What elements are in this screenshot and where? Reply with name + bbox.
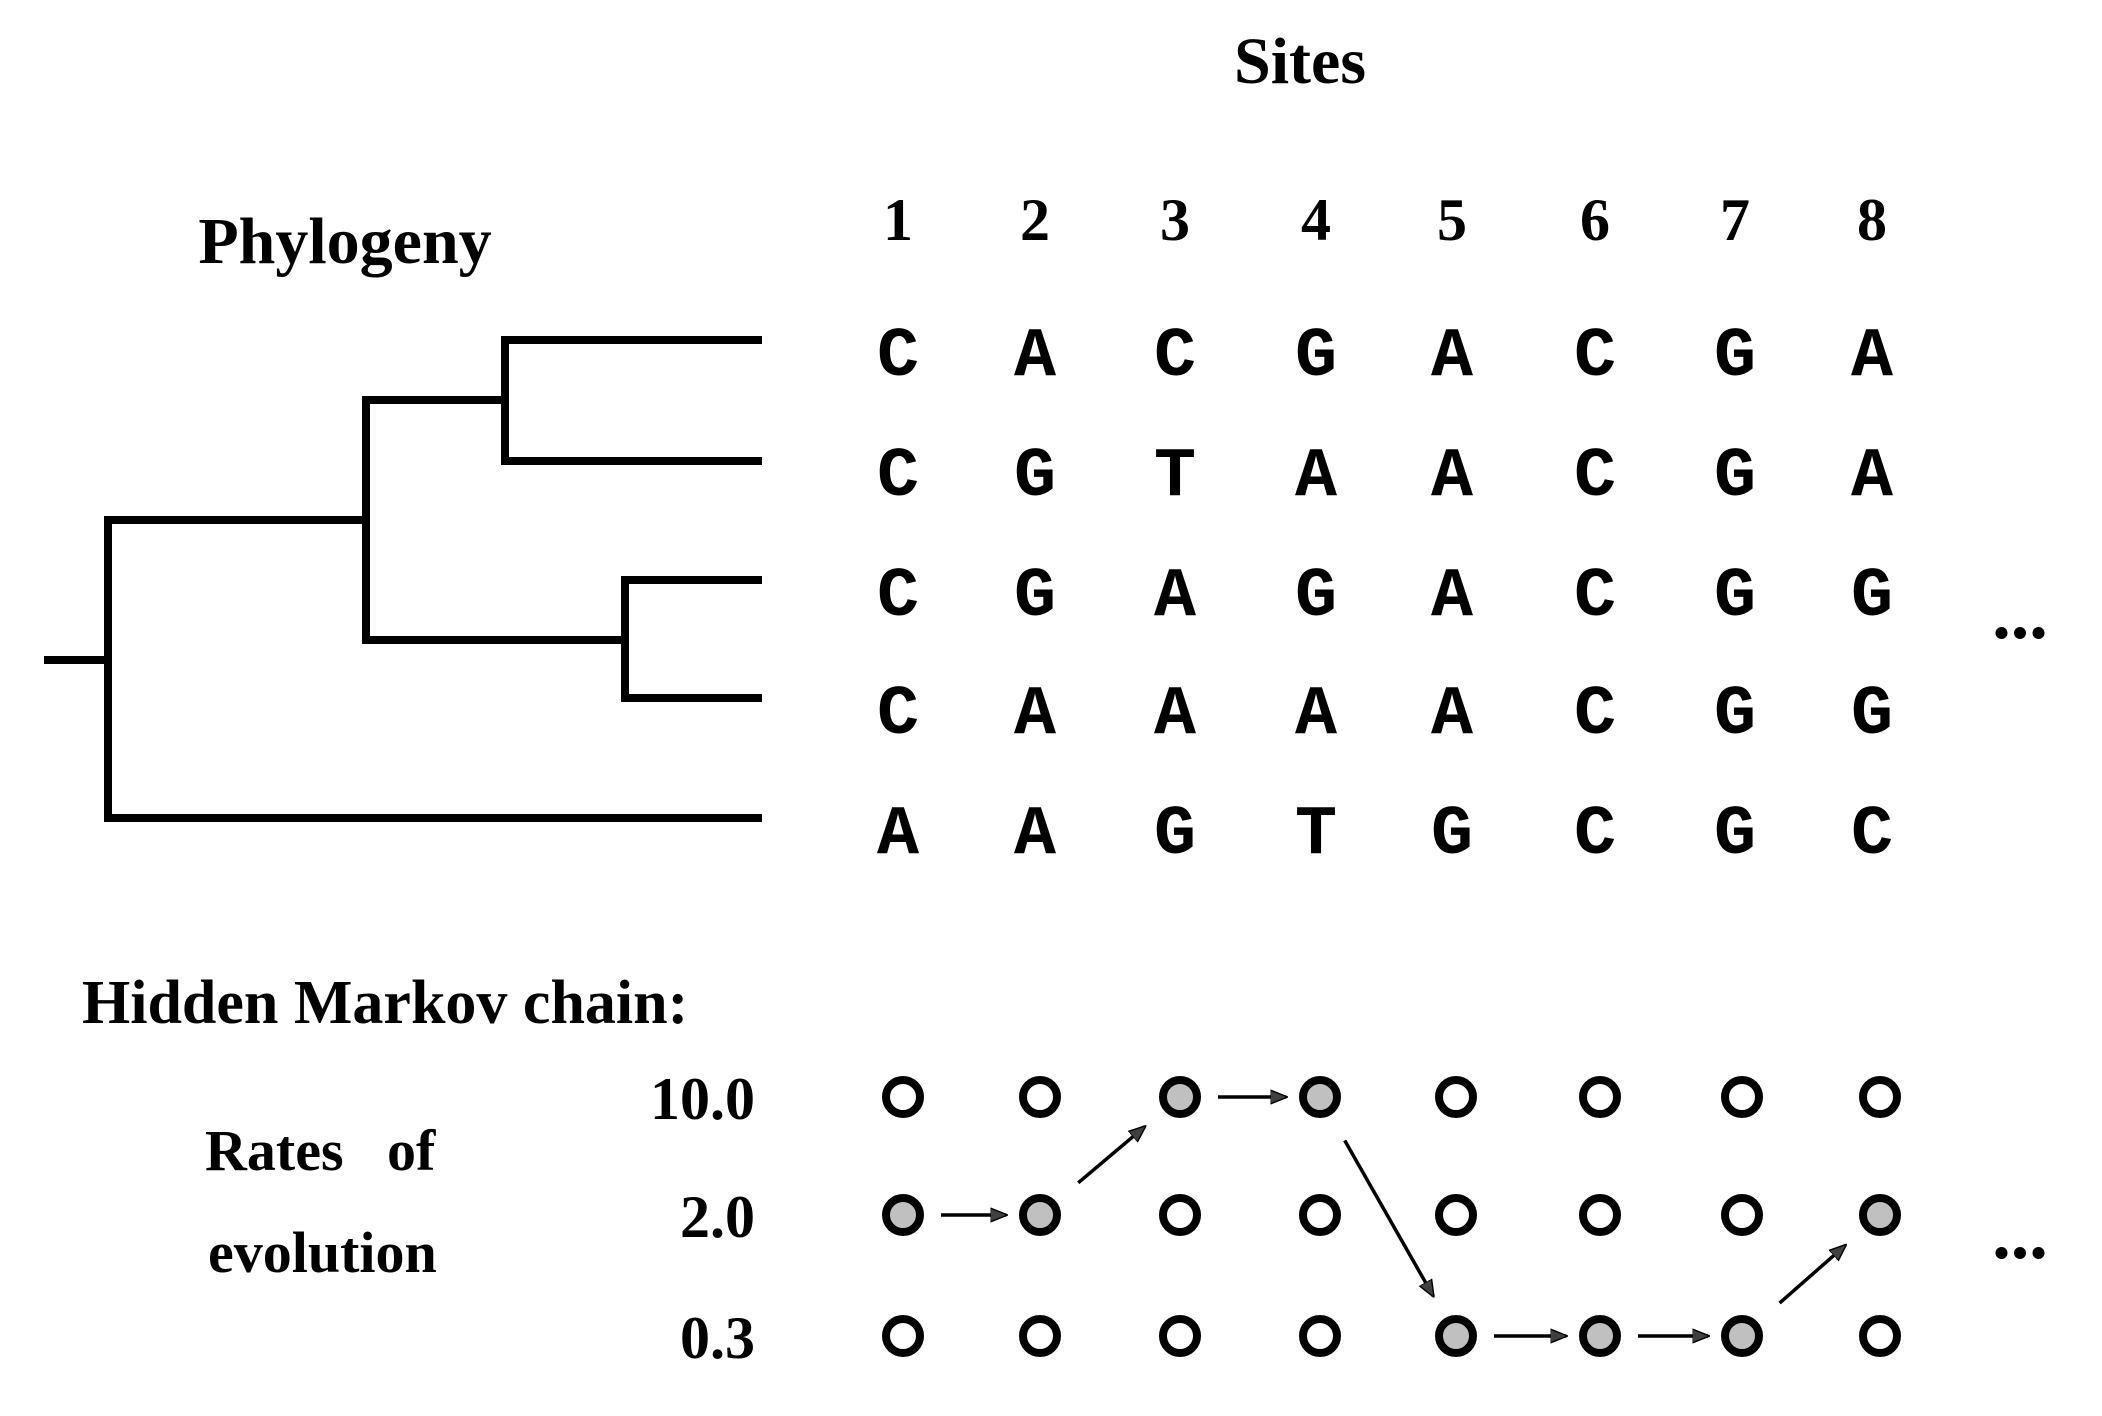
nucleotide: C (877, 558, 919, 637)
nucleotide: A (1295, 676, 1337, 755)
nucleotide: G (1714, 558, 1756, 637)
site-number: 3 (1160, 187, 1190, 253)
nucleotide: A (1431, 558, 1473, 637)
transition-arrow (1343, 1139, 1434, 1296)
hidden-state-selected (1579, 1315, 1621, 1357)
site-number: 4 (1301, 187, 1331, 253)
nucleotide: G (1154, 796, 1196, 875)
nucleotide: C (1574, 796, 1616, 875)
site-number: 7 (1720, 187, 1750, 253)
nucleotide: C (1574, 558, 1616, 637)
nucleotide: C (1574, 318, 1616, 397)
nucleotide: G (1851, 676, 1893, 755)
nucleotide: C (1574, 438, 1616, 517)
transition-arrow (1077, 1127, 1145, 1185)
hidden-state (882, 1315, 924, 1357)
hidden-state (882, 1076, 924, 1118)
nucleotide: G (1851, 558, 1893, 637)
hidden-state-selected (1435, 1315, 1477, 1357)
nucleotide: G (1014, 438, 1056, 517)
rate-label: 10.0 (650, 1066, 755, 1132)
hidden-state (1859, 1315, 1901, 1357)
nucleotide: A (1295, 438, 1337, 517)
nucleotide: C (877, 676, 919, 755)
nucleotide: G (1714, 318, 1756, 397)
nucleotide: G (1714, 438, 1756, 517)
hidden-state (1859, 1076, 1901, 1118)
nucleotide: G (1295, 318, 1337, 397)
nucleotide: A (1014, 676, 1056, 755)
nucleotide: A (1851, 318, 1893, 397)
site-number: 2 (1020, 187, 1050, 253)
nucleotide: C (1574, 676, 1616, 755)
rates-label-line1: Rates of (205, 1118, 436, 1183)
nucleotide: G (1014, 558, 1056, 637)
hidden-state (1019, 1076, 1061, 1118)
hidden-states (882, 1076, 1901, 1357)
phylogeny-tree (44, 336, 762, 822)
hidden-state (1159, 1315, 1201, 1357)
nucleotide: G (1431, 796, 1473, 875)
hidden-state (1721, 1076, 1763, 1118)
nucleotide: C (877, 438, 919, 517)
hidden-state (1299, 1315, 1341, 1357)
hidden-state (1579, 1076, 1621, 1118)
hidden-state (1435, 1076, 1477, 1118)
hmm-heading: Hidden Markov chain: (82, 969, 688, 1037)
hidden-state (1299, 1194, 1341, 1236)
hidden-state-selected (1721, 1315, 1763, 1357)
nucleotide: A (1014, 796, 1056, 875)
hidden-state (1019, 1315, 1061, 1357)
site-number: 6 (1580, 187, 1610, 253)
alignment-ellipsis: ... (1992, 573, 2048, 655)
site-number: 8 (1857, 187, 1887, 253)
nucleotide: C (1851, 796, 1893, 875)
nucleotide: G (1295, 558, 1337, 637)
nucleotide: A (1431, 438, 1473, 517)
chain-ellipsis: ... (1992, 1193, 2048, 1275)
nucleotide: A (1431, 318, 1473, 397)
site-number: 5 (1437, 187, 1467, 253)
hidden-state-selected (1159, 1076, 1201, 1118)
nucleotide: A (1154, 558, 1196, 637)
nucleotide: C (877, 318, 919, 397)
nucleotide: C (1154, 318, 1196, 397)
hidden-state-selected (882, 1194, 924, 1236)
hidden-state (1721, 1194, 1763, 1236)
nucleotide: A (1431, 676, 1473, 755)
hidden-state (1579, 1194, 1621, 1236)
hidden-state-selected (1019, 1194, 1061, 1236)
hidden-state (1159, 1194, 1201, 1236)
sites-heading: Sites (1234, 25, 1366, 98)
hidden-state-selected (1859, 1194, 1901, 1236)
nucleotide: A (877, 796, 919, 875)
rate-label: 0.3 (680, 1305, 755, 1371)
site-number: 1 (883, 187, 913, 253)
site-numbers: 1 2 3 4 5 6 7 8 (883, 187, 1887, 253)
nucleotide: A (1154, 676, 1196, 755)
nucleotide: A (1014, 318, 1056, 397)
transition-arrow (1778, 1245, 1846, 1305)
nucleotide: T (1295, 796, 1337, 875)
rate-label: 2.0 (680, 1184, 755, 1250)
nucleotide: A (1851, 438, 1893, 517)
nucleotide: T (1154, 438, 1196, 517)
hidden-state (1435, 1194, 1477, 1236)
nucleotide: G (1714, 796, 1756, 875)
state-transitions (941, 1097, 1845, 1336)
rate-labels: 10.0 2.0 0.3 (650, 1066, 755, 1371)
nucleotide: G (1714, 676, 1756, 755)
hidden-state-selected (1299, 1076, 1341, 1118)
rates-label-line2: evolution (208, 1220, 437, 1285)
phylogeny-heading: Phylogeny (198, 205, 491, 278)
